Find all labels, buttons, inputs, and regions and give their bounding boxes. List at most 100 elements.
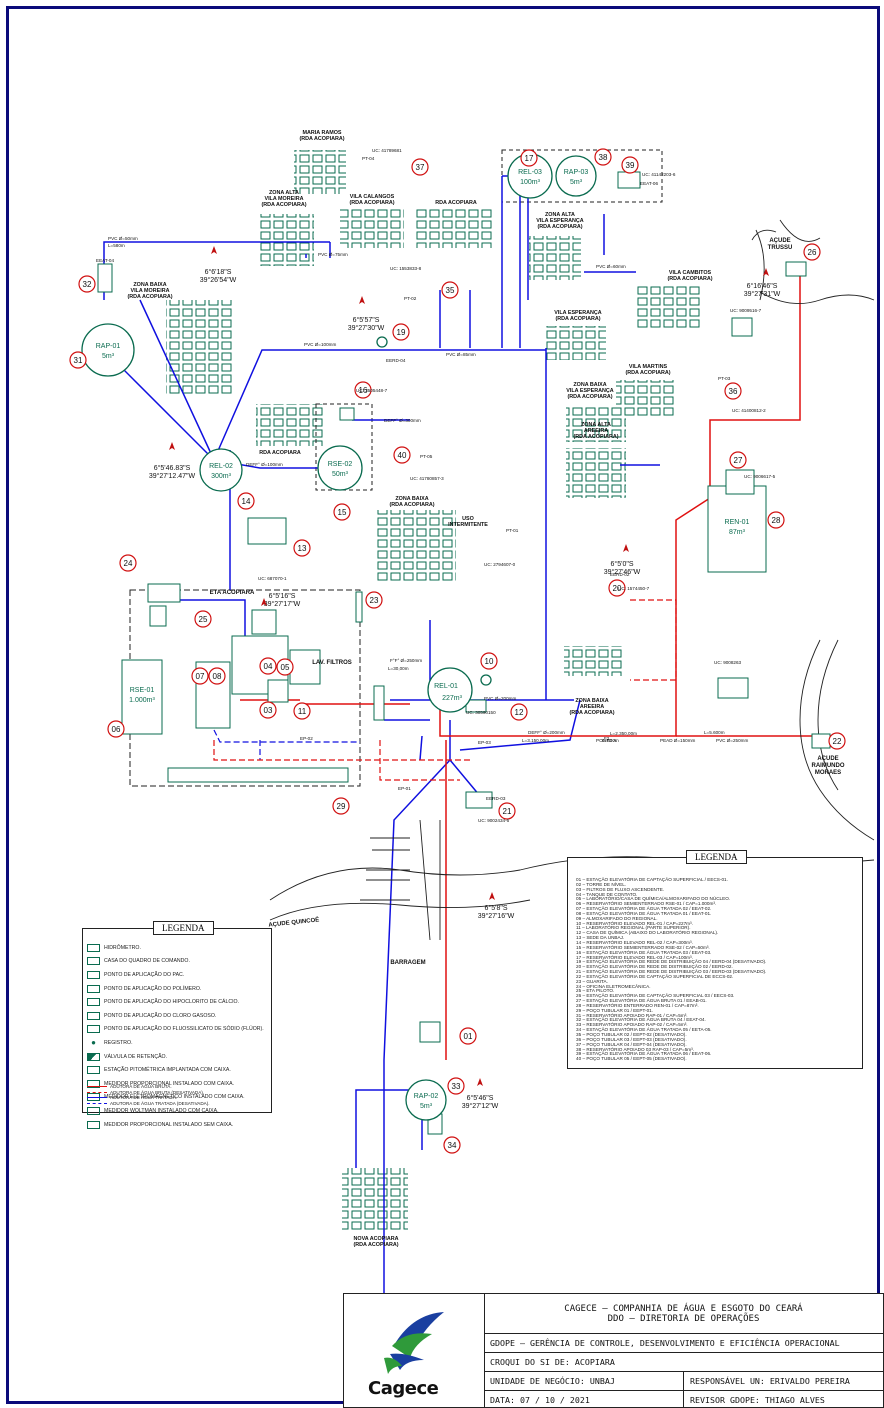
tb-management: GDOPE – GERÊNCIA DE CONTROLE, DESENVOLVI… (490, 1338, 840, 1348)
unit-legend-item: 28 – RESERVATÓRIO ENTERRADO REN-01 / CAP… (576, 1002, 699, 1008)
logo-cell: Cagece (344, 1294, 485, 1408)
marker-25 (194, 610, 212, 628)
marker-label-32: 32 (83, 280, 92, 289)
legend-item-label: VÁLVULA DE RETENÇÃO. (104, 1053, 168, 1060)
marker-label-08: 08 (213, 672, 222, 681)
area-vila-martins: VILA MARTINS(RDA ACOPIARA) (625, 364, 670, 376)
line-types-legend: ADUTORA DE ÁGUA BRUTA.ADUTORA DE ÁGUA BR… (87, 1084, 210, 1106)
marker-21 (498, 802, 516, 820)
marker-label-20: 20 (613, 584, 622, 593)
marker-label-13: 13 (298, 544, 307, 553)
legend-item-label: PONTO DE APLICAÇÃO DO POLÍMERO. (104, 985, 202, 992)
unit-legend-item: 33 – RESERVATÓRIO APOIADO RAP-02 / CAP=5… (576, 1022, 688, 1028)
pipe-label-6: DEFF° Ø=300mm (384, 418, 421, 423)
unit-legend-item: 09 – ALMOXARIFADO DO REGIONAL. (576, 915, 658, 921)
marker-14 (237, 492, 255, 510)
polymer-icon (87, 984, 100, 993)
symbols-legend: LEGENDA HIDRÔMETRO.CASA DO QUADRO DE COM… (82, 921, 272, 1129)
rse01-label: RSE-01 (130, 687, 155, 694)
north-arrows (169, 246, 769, 1086)
line-legend-label: ADUTORA DE ÁGUA BRUTA. (110, 1084, 172, 1090)
pipe-label-24: UC: 41142203-6 (642, 172, 676, 177)
unit-legend-item: 06 – RESERVATÓRIO SEMIENTERRADO RSE-01 /… (576, 901, 717, 907)
pipe-label-45: PONTO A (596, 738, 617, 743)
unit-legend-item: 05 – LABORATÓRIO/CASA DE QUÍMICA/ALMOXAR… (576, 896, 731, 902)
marker-12 (510, 703, 528, 721)
pipe-label-36: EERD-03 (486, 796, 506, 801)
marker-32 (78, 275, 96, 293)
marker-37 (411, 158, 429, 176)
marker-label-36: 36 (729, 387, 738, 396)
marker-28 (767, 511, 785, 529)
pipe-label-13: L=5.600m (704, 730, 725, 735)
pipe-label-32: EEAT-04 (96, 258, 114, 263)
legend-item-label: PONTO DE APLICAÇÃO DO FLUOSSILICATO DE S… (104, 1026, 264, 1033)
marker-20 (608, 579, 626, 597)
hydrometer-icon (87, 943, 100, 952)
marker-16 (354, 381, 372, 399)
pipe-label-40: PT-01 (506, 528, 519, 533)
units-legend: LEGENDA 01 – ESTAÇÃO ELEVATÓRIA DE CAPTA… (567, 850, 863, 1069)
rel03-cap: 100m³ (520, 179, 541, 186)
unit-legend-item: 13 – SEDE DA UNBAJ. (576, 935, 625, 941)
rel03-boundary (501, 149, 663, 203)
rap03-cap: 5m³ (570, 179, 583, 186)
area-vila-esperanca: VILA ESPERANÇA(RDA ACOPIARA) (554, 310, 602, 322)
legend-item: PONTO DE APLICAÇÃO DO POLÍMERO. (87, 982, 269, 996)
marker-label-27: 27 (734, 456, 743, 465)
pitometric-station-icon (87, 1066, 100, 1075)
marker-label-24: 24 (124, 559, 133, 568)
marker-35 (441, 281, 459, 299)
pipe-label-4: PVC Ø=100mm (304, 342, 336, 347)
legend-item-label: MEDIDOR PROPORCIONAL INSTALADO SEM CAIXA… (104, 1121, 234, 1128)
line-legend-item: ADUTORA DE ÁGUA TRATADA. (87, 1095, 210, 1101)
marker-10 (480, 652, 498, 670)
unit-legend-item: 23 – GUARITA. (576, 978, 608, 984)
legend-item: ●REGISTRO. (87, 1036, 269, 1050)
marker-label-21: 21 (503, 807, 512, 816)
ren01-label: REN-01 (725, 519, 750, 526)
pipe-label-43: EP-02 (300, 736, 313, 741)
marker-33 (447, 1077, 465, 1095)
pipe-label-8: DEFF° Ø=200mm (528, 730, 565, 735)
rse02-cap: 50m³ (332, 471, 349, 478)
rse02-label: RSE-02 (328, 461, 353, 468)
tb-responsible: RESPONSÁVEL UN: ERIVALDO PEREIRA (683, 1372, 883, 1390)
pipe-label-17: L=30,00m (388, 666, 409, 671)
woltman-meter-icon (87, 1106, 100, 1115)
area-maria-ramos: MARIA RAMOS(RDA ACOPIARA) (299, 130, 344, 142)
marker-label-22: 22 (833, 737, 842, 746)
treated-water-lines (103, 175, 660, 1300)
tb-unit-row: UNIDADE DE NEGÓCIO: UNBAJ RESPONSÁVEL UN… (484, 1372, 883, 1391)
raw-water-disabled-lines (213, 599, 677, 781)
rap03-label: RAP-03 (564, 169, 589, 176)
pipe-label-46: F2 (604, 736, 610, 741)
unit-legend-item: 19 – ESTAÇÃO ELEVATÓRIA DE REDE DE DISTR… (576, 959, 767, 965)
marker-label-19: 19 (397, 328, 406, 337)
marker-27 (729, 451, 747, 469)
marker-17 (520, 149, 538, 167)
marker-13 (293, 539, 311, 557)
unit-legend-item: 20 – ESTAÇÃO ELEVATÓRIA DE REDE DE DISTR… (576, 964, 733, 970)
marker-07 (191, 667, 209, 685)
unit-legend-item: 08 – ESTAÇÃO ELEVATÓRIA DE ÁGUA TRATADA … (576, 910, 712, 916)
rel01-cap: 227m³ (442, 695, 463, 702)
tb-unit: UNIDADE DE NEGÓCIO: UNBAJ (490, 1376, 615, 1386)
pipe-label-18: UC: 41789681 (372, 148, 402, 153)
rel02-label: REL-02 (209, 463, 233, 470)
area-labels: MARIA RAMOS(RDA ACOPIARA) VILA CALANGOS(… (127, 130, 712, 1248)
legend-item: PONTO DE APLICAÇÃO DO PAC. (87, 968, 269, 982)
legend-item: PONTO DE APLICAÇÃO DO CLORO GASOSO. (87, 1009, 269, 1023)
barragem-label: BARRAGEM (390, 960, 425, 966)
unit-legend-item: 03 – FILTROS DE FLUXO ASCENDENTE. (576, 886, 665, 892)
marker-label-16: 16 (359, 386, 368, 395)
unit-legend-item: 16 – ESTAÇÃO ELEVATÓRIA DE ÁGUA TRATADA … (576, 949, 712, 955)
unit-legend-item: 36 – POÇO TUBULAR 03 / EEPT-03 (DESATIVA… (576, 1036, 687, 1042)
unit-legend-item: 04 – TANQUE DE CONTATO. (576, 891, 638, 897)
